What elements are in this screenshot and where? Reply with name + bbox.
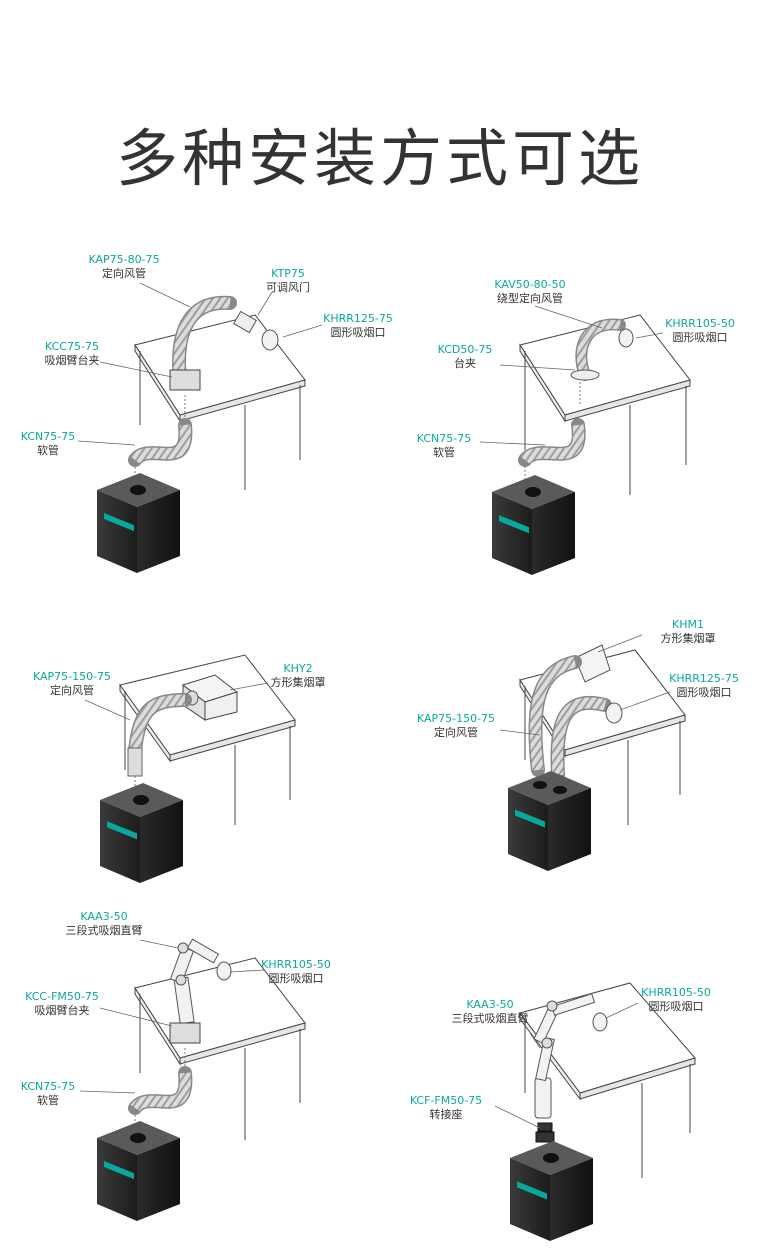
adapter-base [535,1122,555,1143]
clamp-mounted-duct-illustration [77,282,323,573]
page-title: 多种安装方式可选 [115,122,644,195]
fume-extractor-unit [100,783,183,883]
three-section-arm [169,938,220,1025]
fume-extractor-unit [97,1121,180,1221]
workbench [134,314,306,490]
square-hood [574,644,611,683]
table-clamp-duct-illustration [479,305,691,575]
square-hood [181,674,239,721]
fume-extractor-unit [492,475,575,575]
three-section-arm-clamp-illustration [79,938,306,1221]
dual-duct-illustration [499,634,686,871]
square-hood-illustration [84,654,296,883]
workbench [519,314,691,495]
fume-extractor-unit [510,1141,593,1241]
fume-extractor-unit [97,473,180,573]
fume-extractor-unit [508,771,591,871]
three-section-arm-adapter-illustration [494,982,696,1241]
three-section-arm [533,993,596,1119]
